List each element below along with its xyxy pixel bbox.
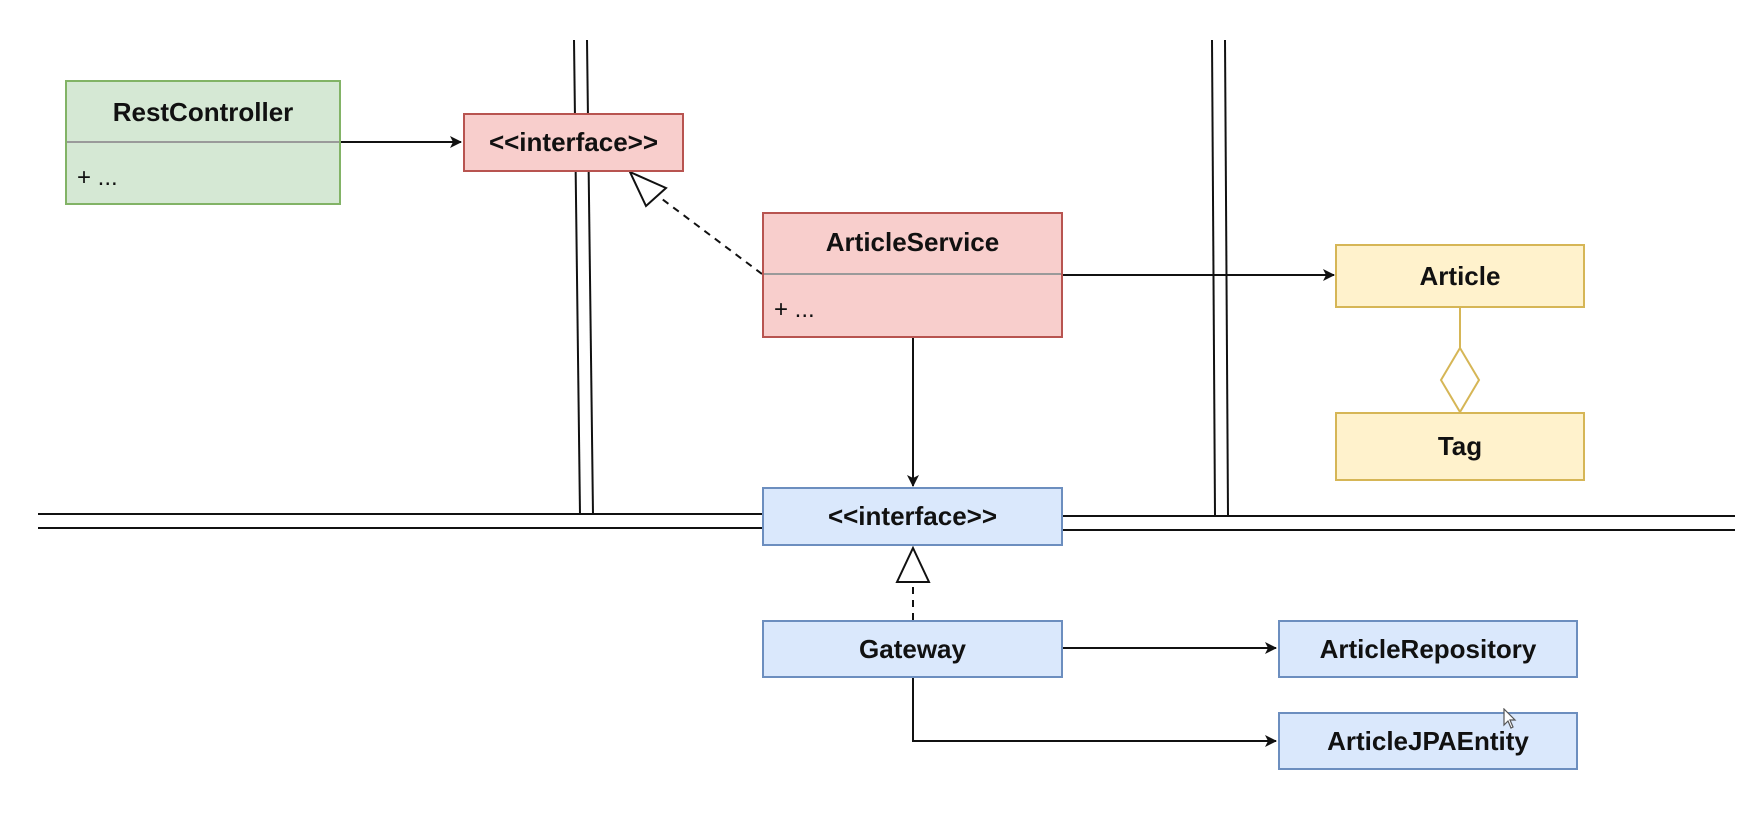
boundary-vertical-left (573, 39, 594, 516)
edge-articleservice-realizes-interface (657, 195, 763, 275)
class-article-name: Article (1419, 260, 1501, 291)
class-articleservice-divider (764, 273, 1061, 275)
boundary-vertical-right (1211, 39, 1229, 516)
edge-gateway-to-articlejpaentity (912, 678, 1277, 747)
class-restcontroller-name: RestController (112, 96, 294, 127)
class-articleservice-attributes: + ... (774, 296, 815, 323)
class-articleservice-name: ArticleService (825, 226, 1000, 257)
class-articlerepository-name: ArticleRepository (1319, 633, 1537, 664)
class-gateway-interface[interactable]: <<interface>> (762, 487, 1063, 546)
aggregation-diamond (1439, 346, 1481, 414)
boundary-horizontal (38, 513, 1735, 531)
class-article[interactable]: Article (1335, 244, 1585, 308)
class-gateway-interface-name: <<interface>> (827, 501, 998, 531)
class-gateway-name: Gateway (859, 633, 966, 664)
class-restcontroller-attributes: + ... (77, 164, 118, 191)
class-articlejpaentity[interactable]: ArticleJPAEntity (1278, 712, 1578, 770)
class-restcontroller[interactable]: RestController + ... (65, 80, 341, 205)
class-articlejpaentity-name: ArticleJPAEntity (1327, 725, 1529, 756)
class-tag-name: Tag (1437, 431, 1483, 461)
class-tag[interactable]: Tag (1335, 412, 1585, 481)
class-articleservice[interactable]: ArticleService + ... (762, 212, 1063, 338)
class-service-interface-name: <<interface>> (488, 127, 659, 157)
mouse-cursor-icon (1503, 708, 1517, 729)
class-service-interface[interactable]: <<interface>> (463, 113, 684, 172)
class-restcontroller-divider (67, 141, 339, 143)
realization-triangle-top (627, 169, 668, 208)
class-articlerepository[interactable]: ArticleRepository (1278, 620, 1578, 678)
class-gateway[interactable]: Gateway (762, 620, 1063, 678)
realization-triangle-bottom (895, 545, 931, 583)
